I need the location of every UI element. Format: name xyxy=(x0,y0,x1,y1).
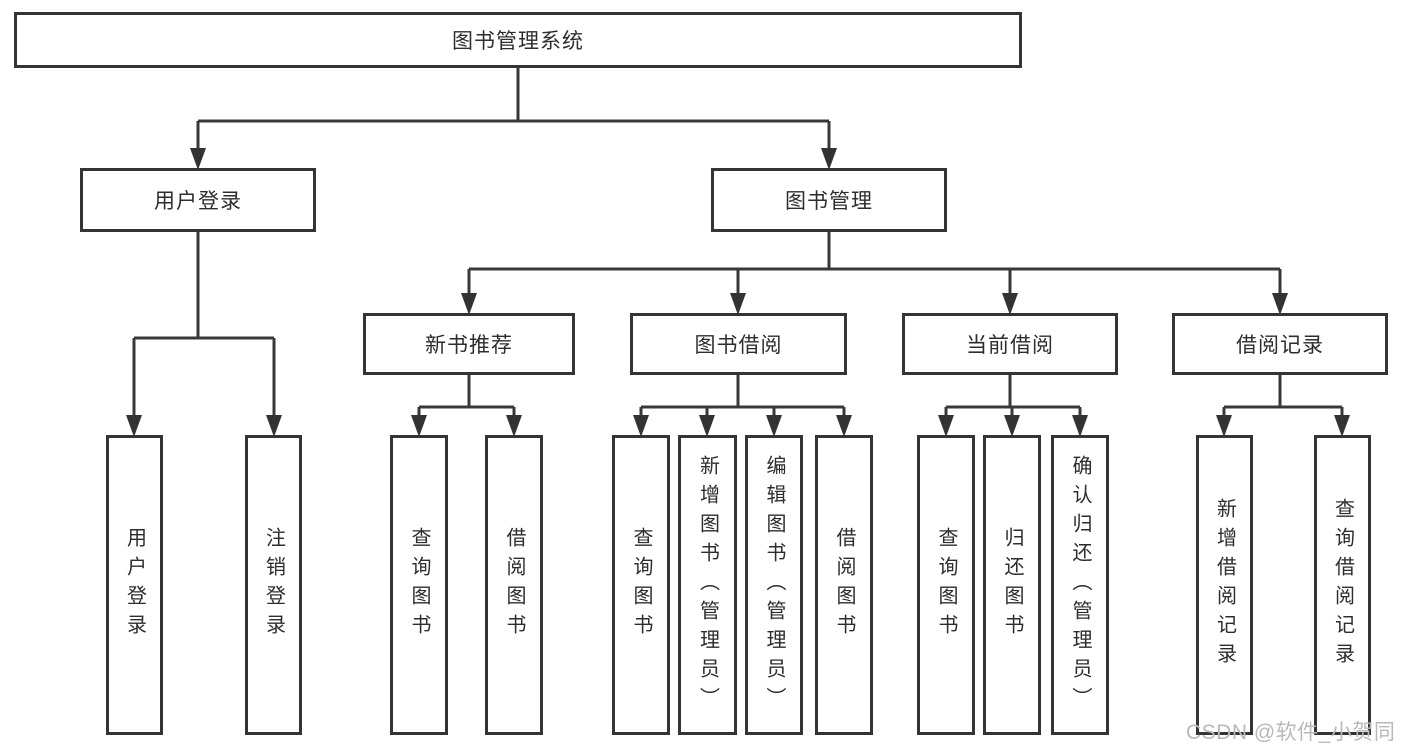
arrowhead xyxy=(1216,415,1232,437)
arrowhead xyxy=(506,415,522,437)
arrowhead xyxy=(633,415,649,437)
node-leaf-user-login: 用户登录 xyxy=(106,435,163,735)
node-current-borrowing: 当前借阅 xyxy=(902,313,1118,375)
node-leaf-add-borrow-record: 新增借阅记录 xyxy=(1196,435,1253,735)
arrowhead xyxy=(836,415,852,437)
arrowhead xyxy=(1002,293,1018,315)
arrowhead xyxy=(266,415,282,437)
node-leaf-query-borrow-record: 查询借阅记录 xyxy=(1314,435,1371,735)
connector-current-borrow-to-leaves xyxy=(938,375,1088,437)
node-leaf-query-books-3: 查询图书 xyxy=(917,435,975,735)
arrowhead xyxy=(766,415,782,437)
node-user-login-branch: 用户登录 xyxy=(80,168,316,232)
arrowhead xyxy=(1072,415,1088,437)
arrowhead xyxy=(461,293,477,315)
arrowhead xyxy=(411,415,427,437)
arrowhead xyxy=(190,148,206,170)
node-root-library-system: 图书管理系统 xyxy=(14,12,1022,68)
node-book-borrowing: 图书借阅 xyxy=(630,313,847,375)
node-leaf-borrow-books-2: 借阅图书 xyxy=(815,435,873,735)
arrowhead xyxy=(821,148,837,170)
connector-borrow-records-to-leaves xyxy=(1216,375,1350,437)
arrowhead xyxy=(699,415,715,437)
connector-new-book-rec-to-leaves xyxy=(411,375,522,437)
arrowhead xyxy=(730,293,746,315)
arrowhead xyxy=(938,415,954,437)
connector-book-mgmt-to-sections xyxy=(461,232,1288,315)
node-book-management-branch: 图书管理 xyxy=(711,168,947,232)
node-leaf-borrow-books-1: 借阅图书 xyxy=(485,435,543,735)
node-leaf-edit-books-admin: 编辑图书（管理员） xyxy=(745,435,803,735)
connector-book-borrow-to-leaves xyxy=(633,375,852,437)
connector-user-login-to-leaves xyxy=(126,232,282,437)
node-borrowing-records: 借阅记录 xyxy=(1172,313,1388,375)
node-leaf-logout: 注销登录 xyxy=(245,435,302,735)
node-leaf-query-books-1: 查询图书 xyxy=(390,435,448,735)
connector-root-to-branches xyxy=(190,68,837,170)
arrowhead xyxy=(1334,415,1350,437)
node-leaf-query-books-2: 查询图书 xyxy=(612,435,670,735)
node-leaf-add-books-admin: 新增图书（管理员） xyxy=(678,435,737,735)
csdn-watermark: CSDN @软件_小贺同学 xyxy=(1186,721,1396,744)
arrowhead xyxy=(1272,293,1288,315)
arrowhead xyxy=(126,415,142,437)
node-leaf-return-books: 归还图书 xyxy=(983,435,1041,735)
node-leaf-confirm-return-admin: 确认归还（管理员） xyxy=(1051,435,1109,735)
arrowhead xyxy=(1004,415,1020,437)
node-new-book-recommendation: 新书推荐 xyxy=(363,313,575,375)
